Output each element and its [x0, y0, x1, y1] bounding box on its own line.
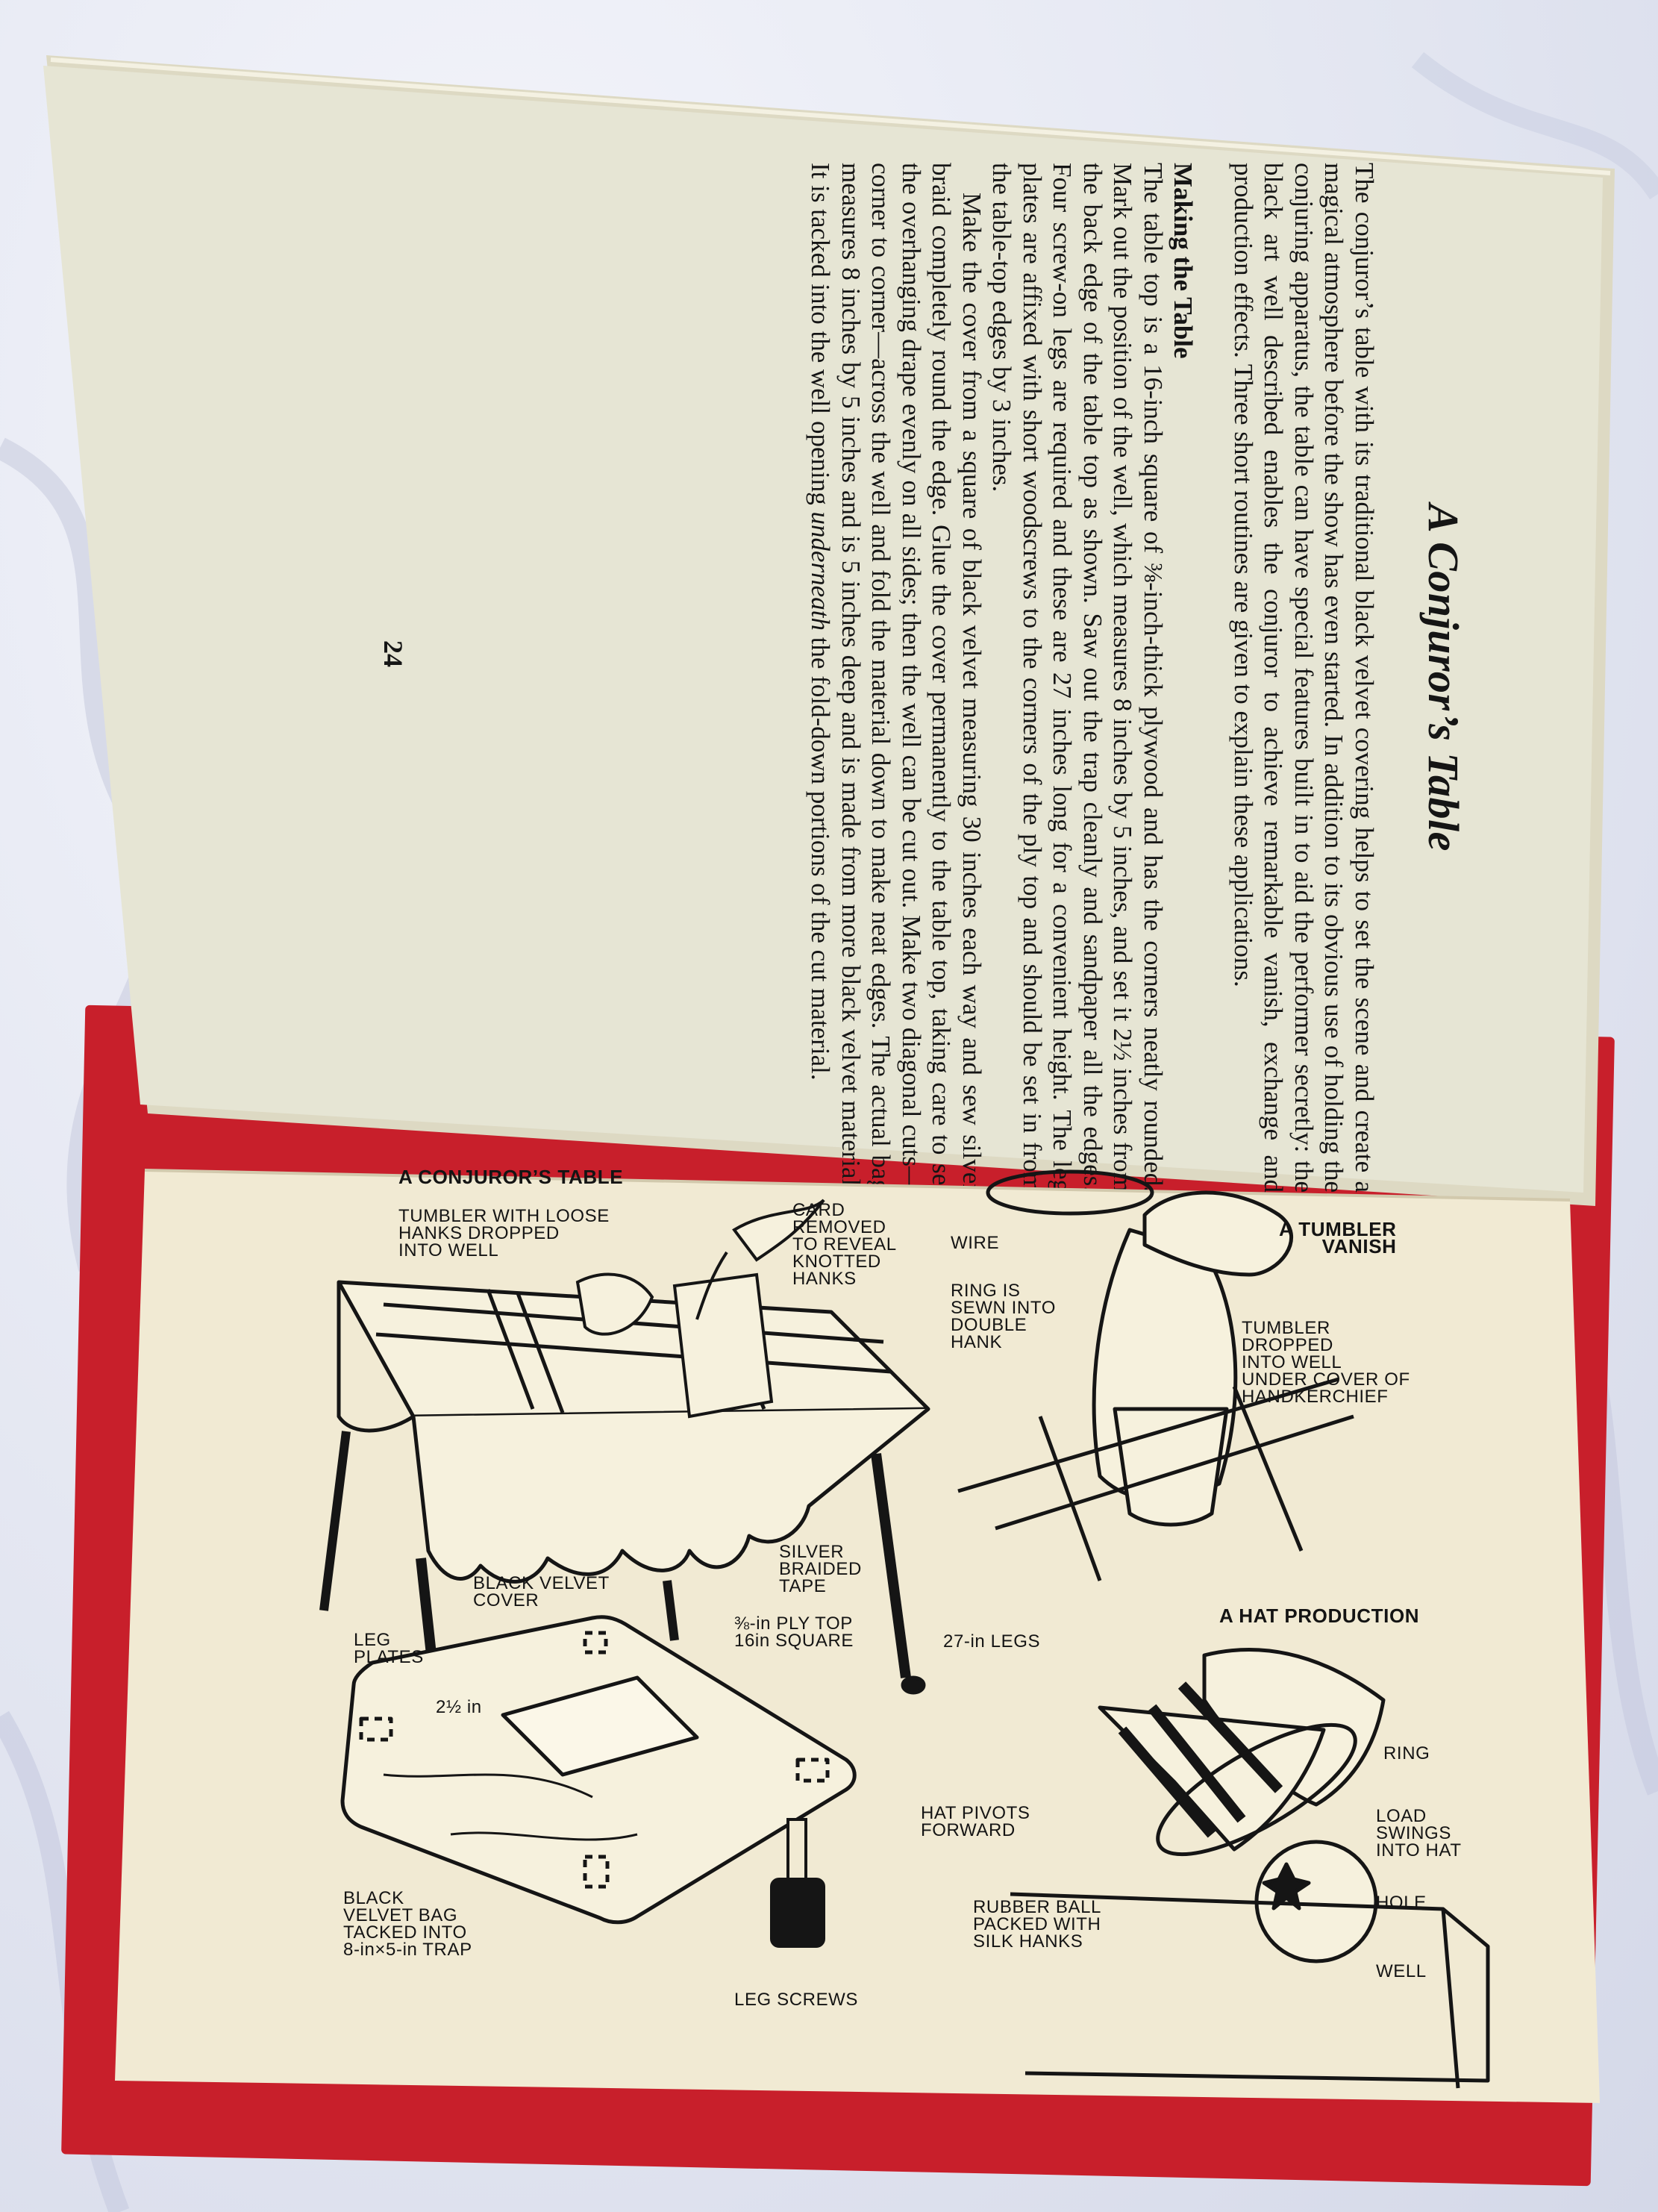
page-number: 24 — [378, 640, 408, 667]
label-hole: HOLE — [1376, 1893, 1427, 1913]
label-silver-braided-tape: SILVER BRAIDED TAPE — [779, 1542, 862, 1596]
section-heading: Making the Table — [1169, 163, 1198, 359]
hat-production-drawing — [1010, 1648, 1490, 2089]
figure-title: A CONJUROR’S TABLE — [398, 1166, 624, 1188]
text-block: A Conjuror’s Table The conjuror’s table … — [260, 163, 1468, 1193]
label-card-removed: CARD REMOVED TO REVEAL KNOTTED HANKS — [792, 1200, 897, 1289]
label-27in-legs: 27-in LEGS — [943, 1631, 1041, 1652]
text-region: A Conjuror’s Table The conjuror’s table … — [260, 163, 1468, 1193]
label-well: WELL — [1376, 1961, 1427, 1981]
paragraph-2-emphasis: underneath — [806, 511, 836, 631]
label-leg-screws: LEG SCREWS — [734, 1990, 859, 2010]
intro-paragraph: The conjuror’s table with its traditiona… — [1229, 163, 1379, 1193]
ply-top-drawing — [340, 1615, 857, 1925]
card-and-hanks — [575, 1199, 825, 1419]
label-black-velvet-cover: BLACK VELVET COVER — [473, 1573, 610, 1610]
label-ply-top: ⅜-in PLY TOP 16in SQUARE — [734, 1613, 854, 1651]
paragraph-2: Make the cover from a square of black ve… — [805, 163, 987, 1193]
paragraph-2-part-b: the fold-down portions of the cut materi… — [806, 630, 836, 1081]
label-hat-pivots: HAT PIVOTS FORWARD — [921, 1803, 1030, 1840]
label-tumbler-vanish: A TUMBLER VANISH — [1279, 1218, 1397, 1257]
leg-screw-drawing — [770, 1818, 825, 1948]
label-ring: RING — [1383, 1743, 1430, 1763]
paragraph-1: The table top is a 16-inch square of ⅜-i… — [987, 163, 1169, 1193]
illustration — [115, 1169, 1600, 2103]
body-text: The conjuror’s table with its traditiona… — [805, 163, 1380, 1193]
label-tumbler-dropped: TUMBLER DROPPED INTO WELL UNDER COVER OF… — [1242, 1318, 1410, 1407]
page-title: A Conjuror’s Table — [1419, 504, 1468, 852]
label-load-swings: LOAD SWINGS INTO HAT — [1376, 1806, 1462, 1860]
illustration-page: A CONJUROR’S TABLE TUMBLER WITH LOOSE HA… — [115, 1163, 1637, 2125]
text-page — [43, 55, 1615, 1206]
label-hat-production: A HAT PRODUCTION — [1219, 1605, 1420, 1627]
label-ring-sewn: RING IS SEWN INTO DOUBLE HANK — [951, 1281, 1056, 1352]
label-rubber-ball: RUBBER BALL PACKED WITH SILK HANKS — [973, 1897, 1101, 1952]
label-two-half-in: 2½ in — [436, 1697, 482, 1717]
open-book: A Conjuror’s Table The conjuror’s table … — [43, 51, 1625, 2187]
label-leg-plates: LEG PLATES — [354, 1630, 424, 1667]
label-wire: WIRE — [951, 1233, 1000, 1253]
label-tumbler-hanks: TUMBLER WITH LOOSE HANKS DROPPED INTO WE… — [398, 1206, 610, 1260]
tumbler-vanish-drawing — [957, 1169, 1354, 1581]
label-black-velvet-bag: BLACK VELVET BAG TACKED INTO 8-in×5-in T… — [343, 1888, 472, 1960]
